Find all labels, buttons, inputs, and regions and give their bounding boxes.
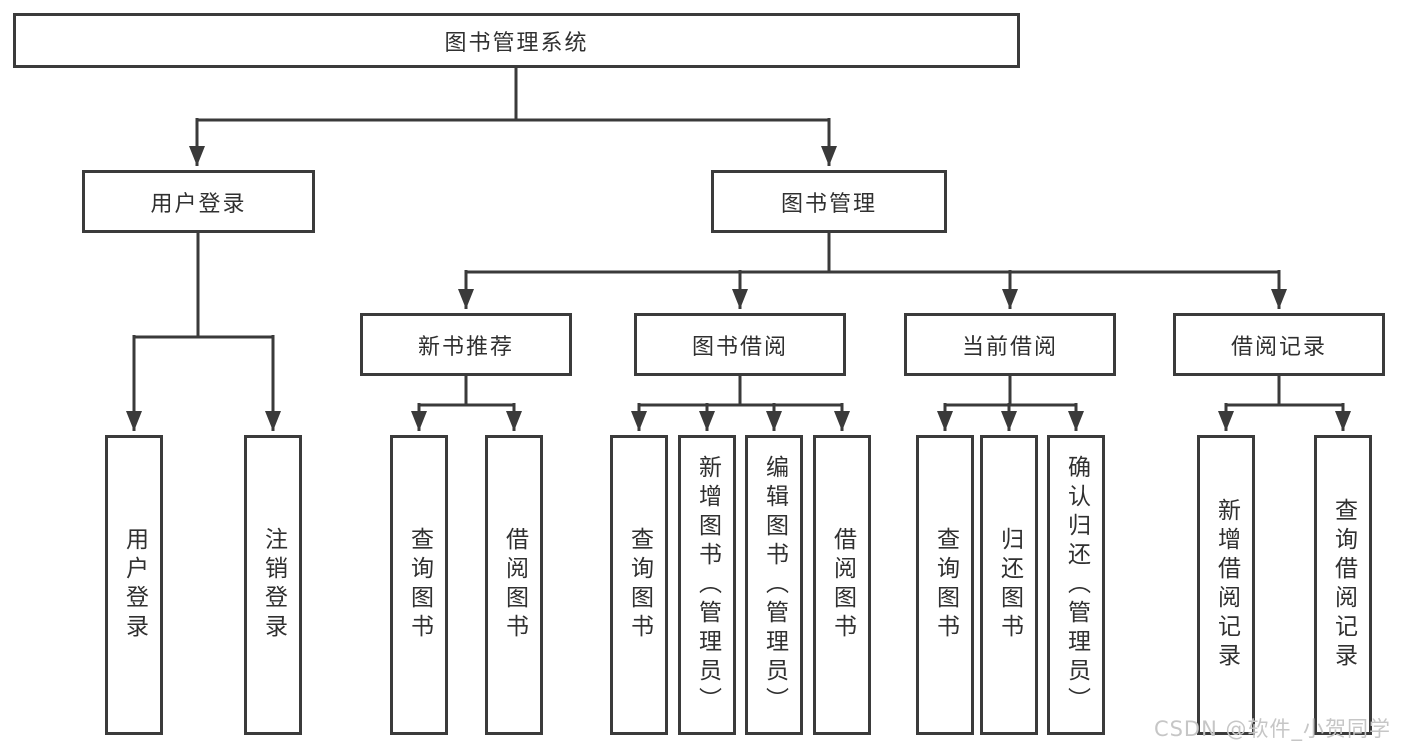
leaf-borrow-books-1-label: 借阅图书 <box>501 527 528 643</box>
leaf-user-login: 用户登录 <box>105 435 163 735</box>
csdn-watermark: CSDN @软件_小贺同学 <box>1153 717 1391 741</box>
leaf-add-book-admin: 新增图书（管理员） <box>678 435 736 735</box>
leaf-edit-book-admin-label: 编辑图书（管理员） <box>761 454 788 716</box>
leaf-add-book-admin-label: 新增图书（管理员） <box>694 454 721 716</box>
node-new-book-recommend-label: 新书推荐 <box>417 334 514 360</box>
node-user-login: 用户登录 <box>82 170 315 233</box>
leaf-return-book: 归还图书 <box>980 435 1038 735</box>
node-book-borrow: 图书借阅 <box>634 313 846 376</box>
node-current-borrow-label: 当前借阅 <box>961 334 1058 360</box>
leaf-logout: 注销登录 <box>244 435 302 735</box>
leaf-confirm-return-admin: 确认归还（管理员） <box>1047 435 1105 735</box>
leaf-add-borrow-record: 新增借阅记录 <box>1197 435 1255 735</box>
leaf-query-borrow-record: 查询借阅记录 <box>1314 435 1372 735</box>
node-book-mgmt-label: 图书管理 <box>780 191 877 217</box>
node-current-borrow: 当前借阅 <box>904 313 1116 376</box>
node-root-label: 图书管理系统 <box>444 30 589 56</box>
leaf-user-login-label: 用户登录 <box>121 527 148 643</box>
leaf-query-borrow-record-label: 查询借阅记录 <box>1330 498 1357 672</box>
node-new-book-recommend: 新书推荐 <box>360 313 572 376</box>
leaf-edit-book-admin: 编辑图书（管理员） <box>745 435 803 735</box>
leaf-logout-label: 注销登录 <box>260 527 287 643</box>
leaf-borrow-books-1: 借阅图书 <box>485 435 543 735</box>
node-book-mgmt: 图书管理 <box>711 170 947 233</box>
leaf-confirm-return-admin-label: 确认归还（管理员） <box>1063 454 1090 716</box>
node-borrow-records-label: 借阅记录 <box>1230 334 1327 360</box>
leaf-query-books-3: 查询图书 <box>916 435 974 735</box>
node-user-login-label: 用户登录 <box>150 191 247 217</box>
leaf-borrow-books-2-label: 借阅图书 <box>829 527 856 643</box>
node-root: 图书管理系统 <box>13 13 1020 68</box>
leaf-borrow-books-2: 借阅图书 <box>813 435 871 735</box>
leaf-query-books-2-label: 查询图书 <box>626 527 653 643</box>
leaf-add-borrow-record-label: 新增借阅记录 <box>1213 498 1240 672</box>
leaf-query-books-2: 查询图书 <box>610 435 668 735</box>
leaf-query-books-1-label: 查询图书 <box>406 527 433 643</box>
leaf-return-book-label: 归还图书 <box>996 527 1023 643</box>
node-book-borrow-label: 图书借阅 <box>691 334 788 360</box>
leaf-query-books-3-label: 查询图书 <box>932 527 959 643</box>
node-borrow-records: 借阅记录 <box>1173 313 1385 376</box>
leaf-query-books-1: 查询图书 <box>390 435 448 735</box>
